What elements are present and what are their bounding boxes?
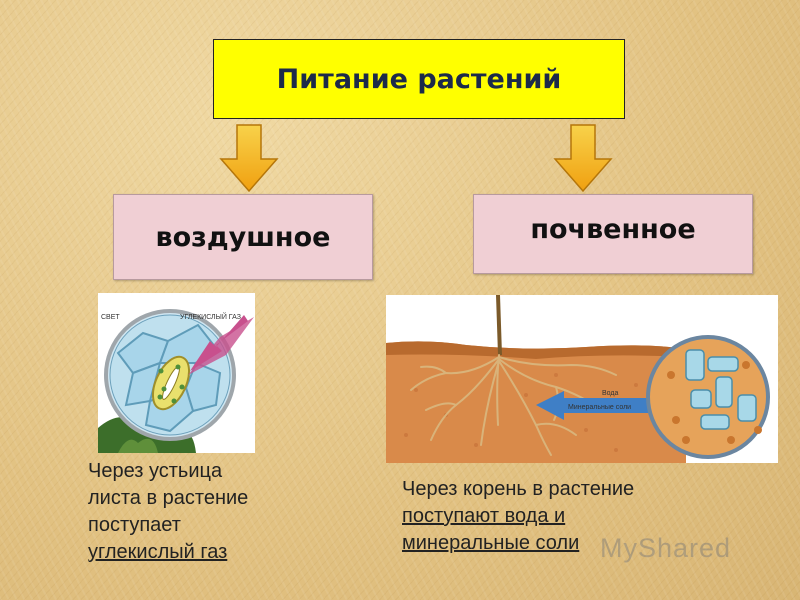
leaf-label-co2: УГЛЕКИСЛЫЙ ГАЗ — [180, 312, 241, 321]
caption-air: Через устьица листа в растение поступает… — [88, 458, 328, 566]
caption-air-line1: Через устьица — [88, 460, 223, 482]
category-air-label: воздушное — [155, 221, 331, 253]
caption-soil: Через корень в растение поступают вода и… — [402, 476, 732, 557]
category-soil-label: почвенное — [530, 213, 696, 245]
caption-air-line2: листа в растение — [88, 487, 249, 509]
arrow-down-right-icon — [553, 124, 613, 193]
watermark: MyShared — [600, 533, 732, 563]
title-box: Питание растений — [213, 39, 625, 119]
root-label-water: Вода — [602, 390, 618, 397]
diagram-title: Питание растений — [276, 63, 562, 95]
caption-soil-line3: минеральные соли — [402, 532, 580, 554]
arrow-down-left-icon — [219, 124, 279, 193]
root-label-minerals: Минеральные соли — [568, 404, 631, 411]
leaf-stomata-illustration: СВЕТ УГЛЕКИСЛЫЙ ГАЗ — [98, 293, 255, 453]
root-soil-illustration: Вода Минеральные соли — [386, 295, 778, 463]
caption-soil-line2: поступают вода и — [402, 505, 566, 527]
category-air-box: воздушное — [113, 194, 373, 280]
caption-air-line3: поступает — [88, 514, 181, 536]
caption-air-line4: углекислый газ — [88, 541, 228, 563]
leaf-label-light: СВЕТ — [101, 314, 120, 321]
caption-soil-line1: Через корень в растение — [402, 478, 635, 500]
category-soil-box: почвенное — [473, 194, 753, 274]
